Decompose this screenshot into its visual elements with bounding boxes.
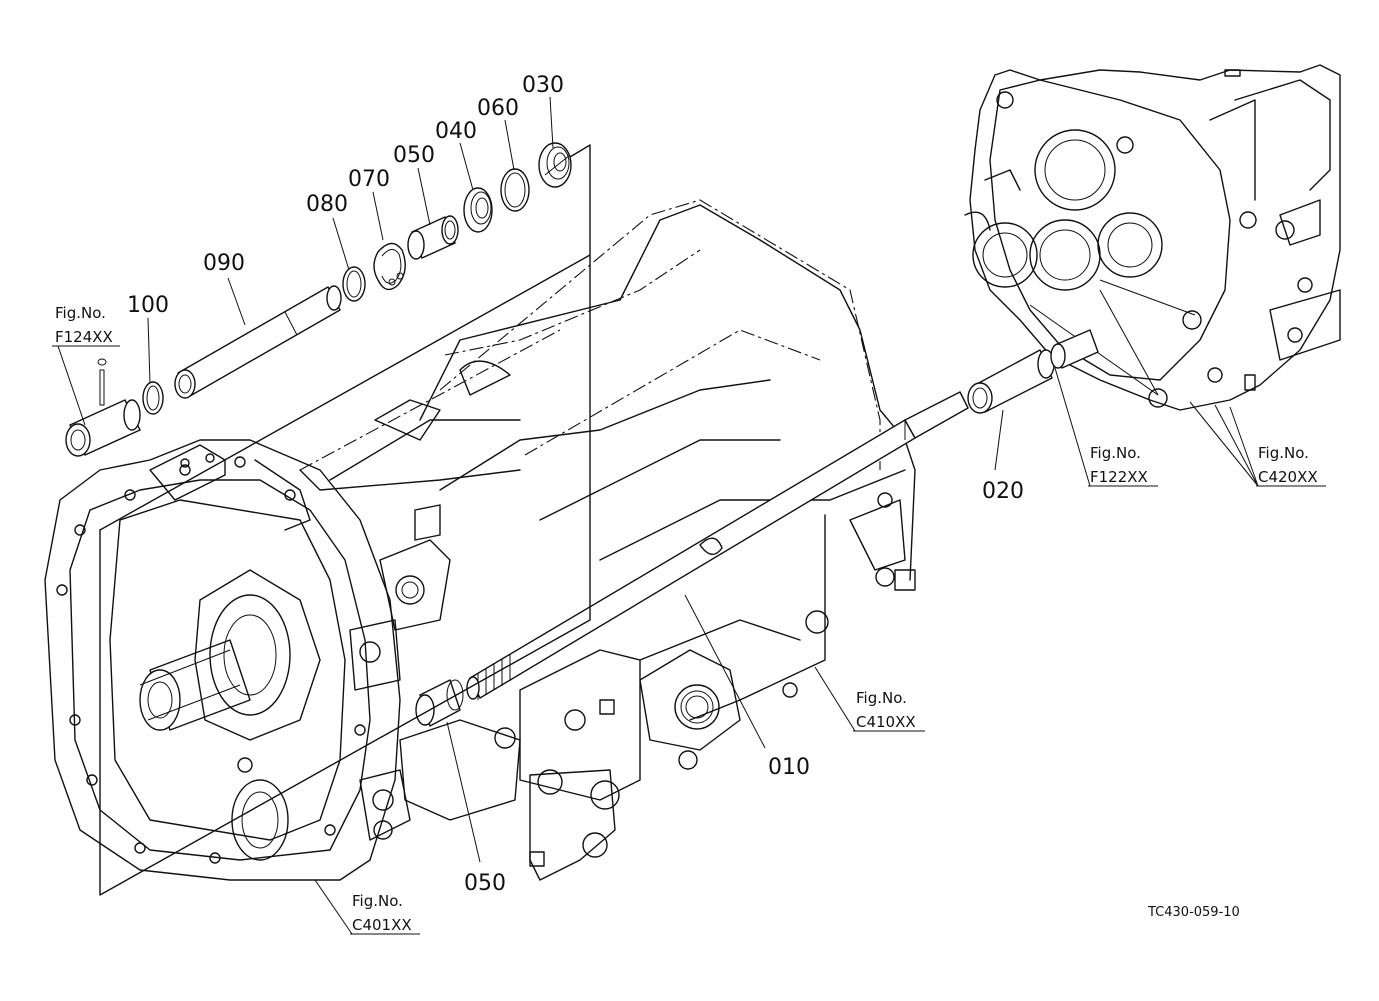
part-callouts: 030 060 040 050 070 080 090 100 020 010 … bbox=[127, 73, 1024, 896]
shaft-010 bbox=[466, 391, 969, 700]
upper-exploded-parts bbox=[65, 142, 591, 896]
transmission-housing bbox=[44, 199, 916, 881]
coupling-020 bbox=[967, 349, 1055, 414]
fig-ref-c410-label: Fig.No. bbox=[856, 689, 907, 707]
leader-lines bbox=[52, 96, 1326, 935]
fig-ref-c401-label: Fig.No. bbox=[352, 892, 403, 910]
bushing-050-lower bbox=[415, 679, 464, 727]
drawing-code: TC430-059-10 bbox=[1147, 905, 1240, 920]
callout-100: 100 bbox=[127, 293, 169, 318]
fig-ref-f122-label: Fig.No. bbox=[1090, 444, 1141, 462]
callout-080: 080 bbox=[306, 192, 348, 217]
fig-ref-f124-label: Fig.No. bbox=[55, 304, 106, 322]
fig-ref-c420-code: C420XX bbox=[1258, 468, 1318, 486]
fig-ref-c420-label: Fig.No. bbox=[1258, 444, 1309, 462]
callout-090: 090 bbox=[203, 251, 245, 276]
callout-040: 040 bbox=[435, 119, 477, 144]
fig-ref-c401-code: C401XX bbox=[352, 916, 412, 934]
callout-070: 070 bbox=[348, 167, 390, 192]
callout-030: 030 bbox=[522, 73, 564, 98]
fig-ref-f124-code: F124XX bbox=[55, 328, 113, 346]
callout-020: 020 bbox=[982, 479, 1024, 504]
fig-ref-c410-code: C410XX bbox=[856, 713, 916, 731]
figure-references: Fig.No. F124XX Fig.No. F122XX Fig.No. C4… bbox=[55, 304, 1318, 934]
callout-010: 010 bbox=[768, 755, 810, 780]
shaft-end-rear bbox=[1050, 329, 1099, 369]
fig-ref-f122-code: F122XX bbox=[1090, 468, 1148, 486]
rear-housing bbox=[964, 64, 1341, 411]
callout-050-lower: 050 bbox=[464, 871, 506, 896]
callout-060: 060 bbox=[477, 96, 519, 121]
callout-050-upper: 050 bbox=[393, 143, 435, 168]
